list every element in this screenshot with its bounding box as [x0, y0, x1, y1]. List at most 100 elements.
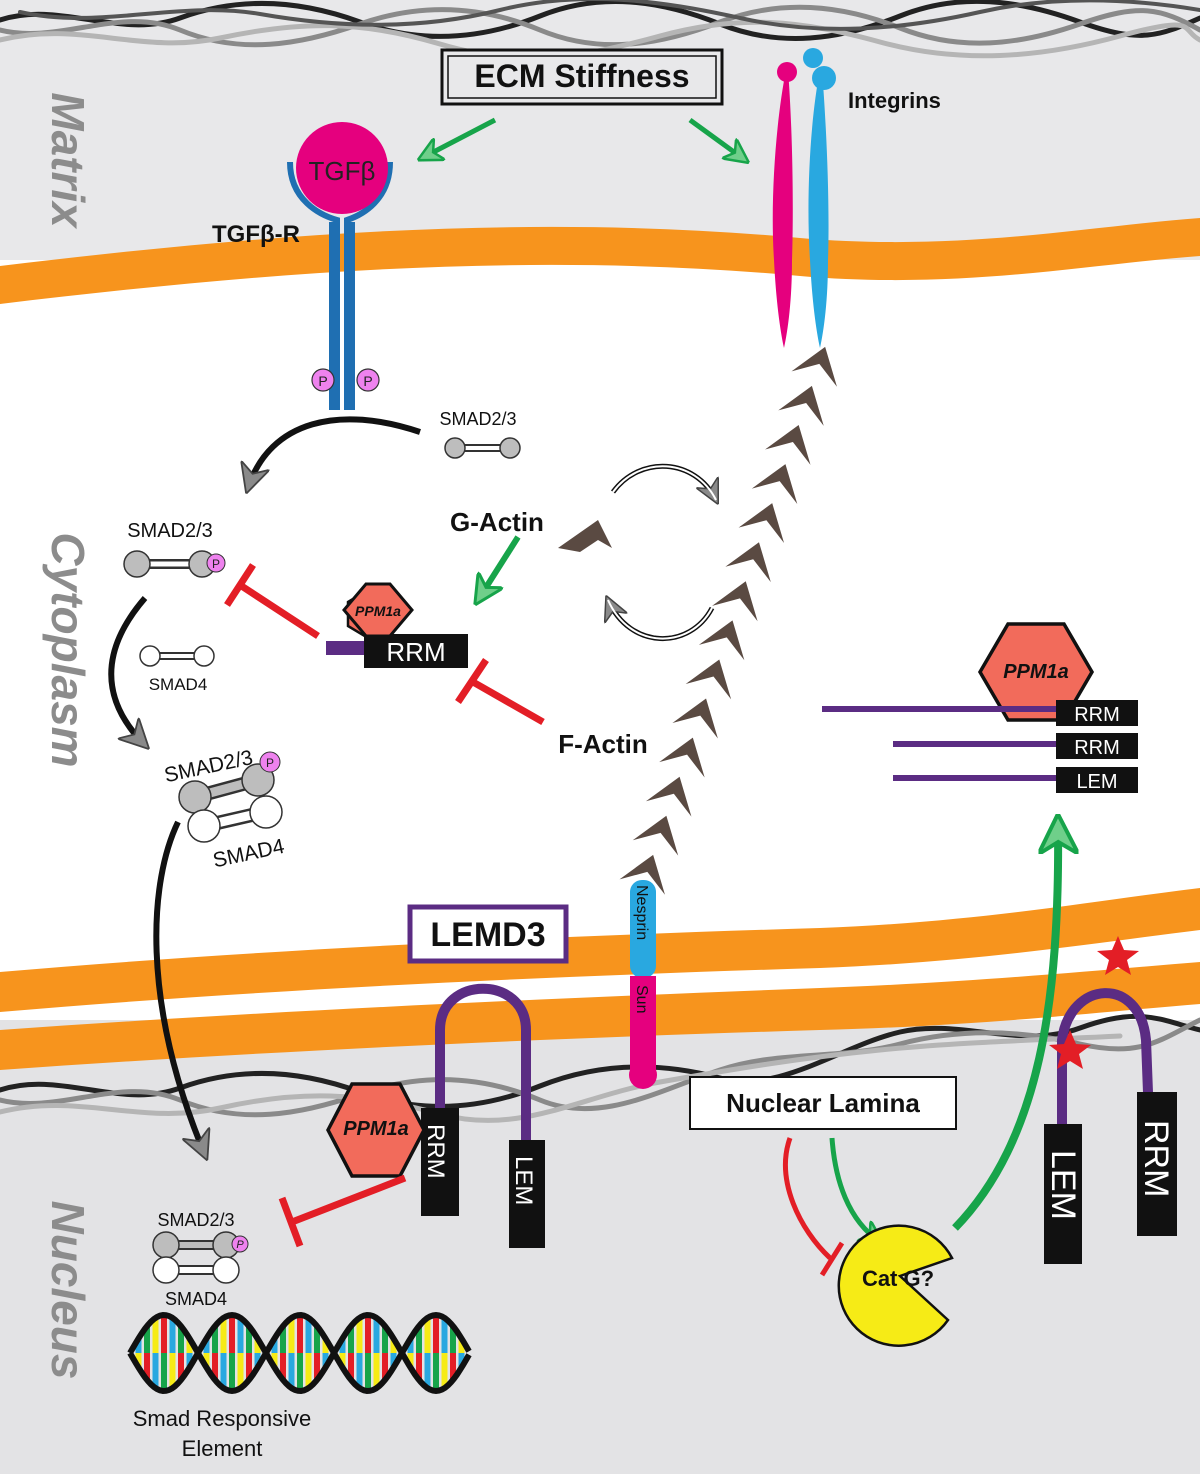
dna-base-pair: [161, 1353, 167, 1391]
actin-chevron: [672, 698, 718, 739]
actin-chevron: [685, 659, 732, 700]
smad23-phosphorylated: SMAD2/3 P: [123, 520, 226, 578]
dna-base-pair: [152, 1317, 159, 1353]
phospho-label: P: [266, 756, 274, 770]
dna-base-pair: [416, 1326, 422, 1353]
dna-base-pair: [271, 1338, 278, 1353]
dna-base-pair: [356, 1317, 363, 1353]
polymerization-arrow: [610, 463, 716, 500]
depolymerization-arrow: [608, 600, 715, 642]
dna-base-pair: [246, 1353, 252, 1380]
dna-strand: [127, 1311, 472, 1395]
dna-base-pair: [288, 1317, 295, 1353]
actin-chevron: [632, 815, 679, 856]
dna-strand: [127, 1311, 472, 1395]
dna-base-pair: [229, 1315, 235, 1353]
dna-base-pair: [356, 1353, 363, 1389]
dna-base-pair: [382, 1326, 388, 1353]
cleavage-site-star: [1049, 1030, 1091, 1069]
dna-base-pair: [254, 1353, 261, 1368]
nuclear-lamina-label: Nuclear Lamina: [726, 1088, 920, 1118]
dna-base-pair: [237, 1353, 244, 1389]
dna-base-pair: [407, 1353, 414, 1368]
outer-nuclear-membrane: [0, 888, 1200, 1012]
tgfb-ligand: [296, 122, 388, 214]
actin-chevron: [698, 620, 745, 661]
actin-chevron: [619, 854, 665, 895]
dna-base-pair: [314, 1326, 320, 1353]
dna-base-pair: [169, 1317, 176, 1353]
tgfb-r-label: TGFβ-R: [212, 221, 300, 248]
dna-base-pair: [441, 1353, 448, 1389]
dna-base-pair: [314, 1353, 320, 1380]
dna-base-pair: [186, 1338, 193, 1353]
phospho-badge: [356, 368, 380, 392]
dna-helix: [127, 1311, 472, 1395]
nuclear-smad4-label: SMAD4: [165, 1289, 227, 1309]
rrm-fragment-label: RRM: [1074, 737, 1120, 759]
lamina-inhibits-catg: [783, 1137, 845, 1277]
dna-base-pair: [450, 1326, 456, 1353]
smad4-cytoplasm: SMAD4: [139, 645, 215, 694]
smad-complex-nucleus: SMAD2/3 P SMAD4: [152, 1210, 249, 1309]
actin-monomer: [558, 520, 612, 552]
dna-base-pair: [458, 1353, 465, 1368]
dna-base-pair: [373, 1317, 380, 1353]
phospho-label: P: [363, 373, 372, 389]
dna-base-pair: [382, 1353, 388, 1380]
dna-base-pair: [280, 1326, 286, 1353]
phospho-label: P: [212, 557, 220, 571]
dna-base-pair: [365, 1315, 371, 1353]
dna-base-pair: [178, 1353, 184, 1380]
dna-base-pair: [288, 1353, 295, 1389]
actin-chevron: [751, 464, 798, 504]
lemd3-label: LEMD3: [430, 916, 545, 954]
dna-base-pair: [135, 1338, 142, 1353]
tgfb-receptor: TGFβ TGFβ-R P P: [212, 122, 393, 410]
tgfb-label: TGFβ: [309, 156, 376, 186]
dna-base-pair: [348, 1326, 354, 1353]
nuclear-import-arrow: [153, 820, 205, 1155]
region-label-cytoplasm: Cytoplasm: [42, 532, 94, 767]
nuclear-smad23-label: SMAD2/3: [157, 1210, 234, 1230]
lem-fragment-label: LEM: [1076, 771, 1117, 793]
dna-base-pair: [186, 1353, 193, 1368]
g-actin-label: G-Actin: [450, 507, 544, 537]
inner-nuclear-membrane: [0, 962, 1200, 1070]
dna-base-pair: [203, 1338, 210, 1353]
cleavage-site-star: [1097, 936, 1139, 975]
ppm1a-inhibits-nuclear-smad: [278, 1174, 407, 1248]
complex-smad4-label: SMAD4: [211, 835, 287, 873]
dna-base-pair: [305, 1353, 312, 1389]
dna-base-pair: [433, 1315, 439, 1353]
actin-chevron: [712, 581, 758, 622]
dna-base-pair: [407, 1338, 414, 1353]
integrins-label: Integrins: [848, 88, 941, 113]
cleavage-release-arrow: [952, 822, 1058, 1231]
actin-chevron: [659, 737, 705, 778]
dna-base-pair: [297, 1315, 303, 1353]
dna-base-pair: [365, 1353, 371, 1391]
dna-base-pair: [220, 1353, 227, 1389]
ppm1a-nucleus-label: PPM1a: [343, 1118, 409, 1140]
dna-base-pair: [339, 1338, 346, 1353]
rrm-inhibits-smad: [224, 563, 320, 639]
sre-label-line2: Element: [182, 1436, 263, 1461]
dna-base-pair: [416, 1353, 422, 1380]
dna-base-pair: [144, 1353, 150, 1380]
dna-base-pair: [424, 1317, 431, 1353]
nuclear-lamina-node: Nuclear Lamina: [689, 1076, 957, 1130]
lemd3-cleaved: LEM RRM: [1044, 936, 1177, 1264]
actin-chevron: [778, 385, 824, 426]
dna-base-pair: [161, 1315, 167, 1353]
actin-chevron: [738, 503, 785, 544]
dna-base-pair: [212, 1326, 218, 1353]
smad4-label: SMAD4: [149, 675, 208, 694]
linc-complex: Nesprin Sun: [629, 880, 657, 1089]
smad23-label: SMAD2/3: [439, 409, 516, 429]
actin-filament: [619, 346, 837, 895]
dna-base-pair: [441, 1317, 448, 1353]
dna-base-pair: [458, 1338, 465, 1353]
dna-base-pair: [450, 1353, 456, 1380]
